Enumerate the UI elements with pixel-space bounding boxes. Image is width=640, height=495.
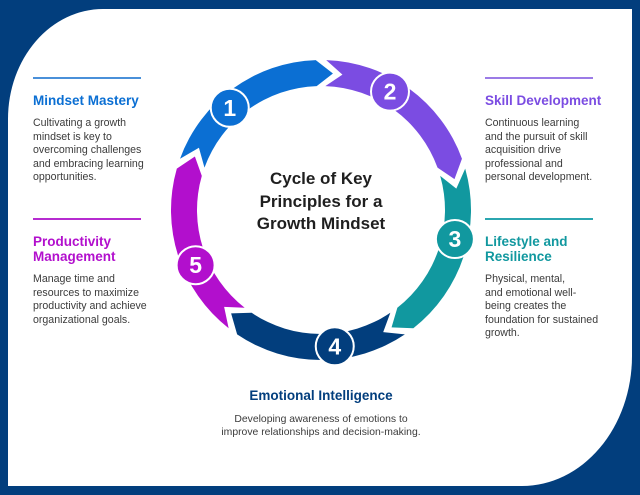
step-2-title-line: Skill Development xyxy=(485,93,602,108)
step-4-description: Developing awareness of emotions to impr… xyxy=(190,413,452,439)
desc-line: Developing awareness of emotions to xyxy=(234,414,408,425)
desc-line: improve relationships and decision-makin… xyxy=(221,427,421,438)
badge-number: 5 xyxy=(189,252,202,278)
desc-line: Manage time and xyxy=(33,273,115,285)
step-3-description: Physical, mental, and emotional well- be… xyxy=(485,273,635,341)
badge-circle xyxy=(314,326,355,367)
desc-line: and the pursuit of skill xyxy=(485,130,588,143)
step-4-number-badge: 4 xyxy=(314,326,355,367)
diagram-title-line: Growth Mindset xyxy=(256,214,386,233)
step-5-description: Manage time and resources to maximize pr… xyxy=(33,273,183,327)
step-1-rule xyxy=(33,77,141,79)
desc-line: acquisition drive xyxy=(485,144,561,157)
step-1-title-line: Mindset Mastery xyxy=(33,93,139,108)
step-3-title: Lifestyle and Resilience xyxy=(485,234,635,264)
step-2-title: Skill Development xyxy=(485,93,635,108)
desc-line: mindset is key to xyxy=(33,130,112,143)
step-3-title-line: Lifestyle and xyxy=(485,234,568,249)
step-3-title-line: Resilience xyxy=(485,249,552,264)
step-5-rule xyxy=(33,218,141,220)
step-2-block: Skill Development Continuous learning an… xyxy=(485,77,635,185)
step-5-block: Productivity Management Manage time and … xyxy=(33,218,183,327)
badge-number: 3 xyxy=(448,226,461,252)
desc-line: productivity and achieve xyxy=(33,300,147,313)
step-4-title-line: Emotional Intelligence xyxy=(249,388,393,403)
badge-circle xyxy=(175,245,216,286)
cycle-segment-3 xyxy=(391,168,471,329)
badge-number: 1 xyxy=(223,95,236,121)
diagram-title-line: Cycle of Key xyxy=(269,169,373,188)
desc-line: professional and xyxy=(485,157,563,170)
step-5-title: Productivity Management xyxy=(33,234,183,264)
infographic-card xyxy=(8,9,632,486)
step-2-number-badge: 2 xyxy=(369,71,410,112)
step-1-title: Mindset Mastery xyxy=(33,93,183,108)
step-5-title-line: Productivity xyxy=(33,234,112,249)
step-3-number-badge: 3 xyxy=(434,219,475,260)
desc-line: Cultivating a growth xyxy=(33,117,127,129)
diagram-title-line: Principles for a xyxy=(259,191,383,211)
step-4-block: Emotional Intelligence Developing awaren… xyxy=(190,388,452,439)
desc-line: being creates the xyxy=(485,300,567,313)
desc-line: and embracing learning xyxy=(33,157,144,170)
desc-line: and emotional well- xyxy=(485,286,577,299)
desc-line: organizational goals. xyxy=(33,313,131,326)
step-3-block: Lifestyle and Resilience Physical, menta… xyxy=(485,218,635,341)
cycle-segment-2 xyxy=(325,60,462,180)
step-4-title: Emotional Intelligence xyxy=(190,388,452,403)
desc-line: resources to maximize xyxy=(33,286,139,299)
badge-number: 4 xyxy=(328,333,341,359)
desc-line: overcoming challenges xyxy=(33,144,142,157)
desc-line: Continuous learning xyxy=(485,117,580,129)
desc-line: personal development. xyxy=(485,171,593,184)
desc-line: opportunities. xyxy=(33,171,97,184)
step-2-description: Continuous learning and the pursuit of s… xyxy=(485,117,635,185)
step-3-rule xyxy=(485,218,593,220)
badge-circle xyxy=(434,219,475,260)
desc-line: Physical, mental, xyxy=(485,273,566,285)
badge-number: 2 xyxy=(384,79,397,105)
step-5-number-badge: 5 xyxy=(175,245,216,286)
badge-circle xyxy=(209,87,250,128)
step-1-block: Mindset Mastery Cultivating a growth min… xyxy=(33,77,183,185)
diagram-title: Cycle of Key Principles for a Growth Min… xyxy=(236,168,406,236)
cycle-segment-1 xyxy=(180,60,333,168)
step-5-title-line: Management xyxy=(33,249,116,264)
step-1-number-badge: 1 xyxy=(209,87,250,128)
step-1-description: Cultivating a growth mindset is key to o… xyxy=(33,117,183,185)
desc-line: growth. xyxy=(485,327,520,340)
desc-line: foundation for sustained xyxy=(485,313,599,326)
cycle-segment-5 xyxy=(171,156,245,329)
step-2-rule xyxy=(485,77,593,79)
badge-circle xyxy=(369,71,410,112)
